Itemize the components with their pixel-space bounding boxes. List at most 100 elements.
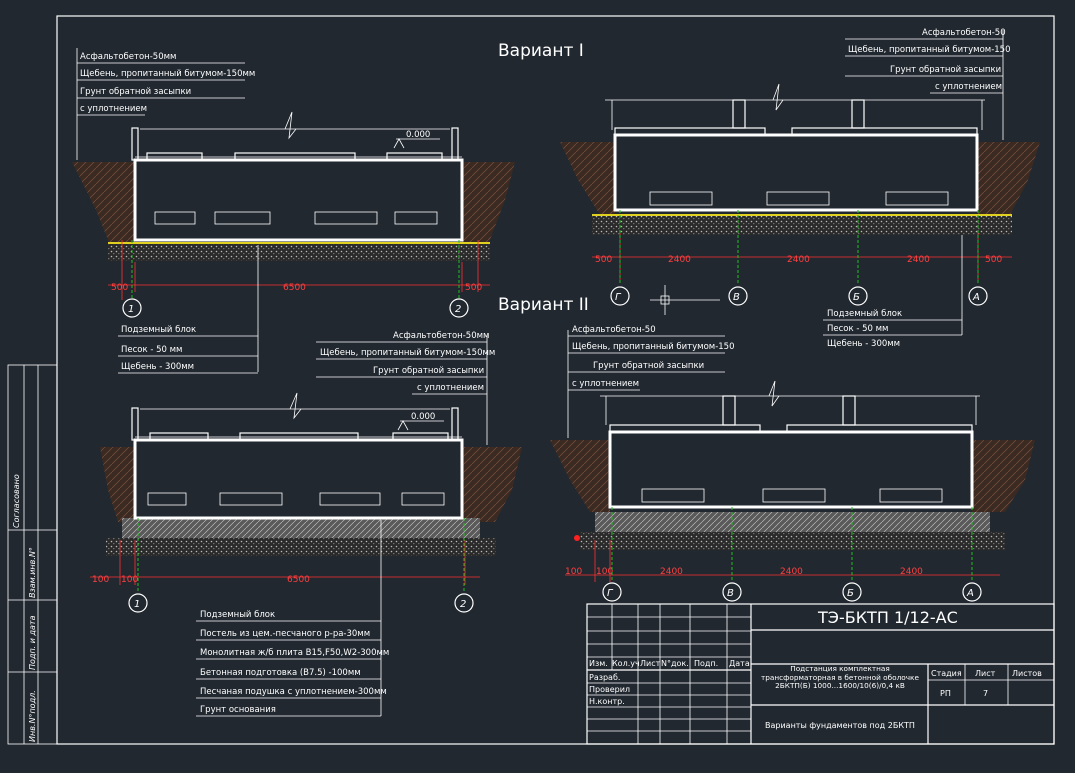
- svg-text:с уплотнением: с уплотнением: [80, 104, 147, 114]
- v2-left-dim-3: 6500: [287, 575, 310, 585]
- svg-text:Щебень - 300мм: Щебень - 300мм: [121, 362, 194, 372]
- side-label-sign: Подп. и дата: [28, 615, 37, 670]
- svg-text:Грунт основания: Грунт основания: [200, 705, 276, 715]
- v1-left-level: 0.000: [406, 130, 430, 140]
- stamp-col-date: Дата: [729, 659, 750, 668]
- stamp-sheet-title: Варианты фундаментов под 2БКТП: [765, 721, 915, 730]
- v1-right-base-callout: Подземный блок Песок - 50 мм Щебень - 30…: [823, 235, 963, 349]
- stamp-col-doc: N°док.: [661, 659, 689, 668]
- variant-1-title: Вариант I: [498, 41, 584, 61]
- svg-text:Грунт обратной засыпки: Грунт обратной засыпки: [890, 65, 1001, 75]
- stamp-role-check: Проверил: [589, 685, 630, 694]
- v1-right-axis-g: Г: [615, 292, 622, 303]
- v2-right-axis-v: В: [727, 588, 734, 599]
- v2-right-dim-5: 2400: [900, 567, 923, 577]
- svg-text:Щебень, пропитанный битумом-15: Щебень, пропитанный битумом-150мм: [80, 69, 255, 79]
- svg-text:Щебень - 300мм: Щебень - 300мм: [827, 339, 900, 349]
- svg-text:Монолитная ж/б плита B15,F50,W: Монолитная ж/б плита B15,F50,W2-300мм: [200, 648, 389, 658]
- svg-text:Подземный блок: Подземный блок: [121, 325, 196, 335]
- svg-text:Грунт обратной засыпки: Грунт обратной засыпки: [373, 366, 484, 376]
- svg-text:Щебень, пропитанный битумом-15: Щебень, пропитанный битумом-150: [848, 45, 1010, 55]
- v1-left-dim-1: 500: [111, 283, 128, 293]
- svg-text:Подземный блок: Подземный блок: [200, 610, 275, 620]
- v2-right-section: Асфальтобетон-50 Щебень, пропитанный бит…: [550, 325, 1035, 602]
- stamp-col-list: Лист: [640, 659, 661, 668]
- v2-right-axis-a: А: [966, 588, 974, 599]
- v1-right-dim-3: 2400: [787, 255, 810, 265]
- v1-left-axis-1: 1: [128, 304, 134, 315]
- svg-text:Постель из цем.-песчаного р-ра: Постель из цем.-песчаного р-ра-30мм: [200, 629, 370, 639]
- v1-right-axis-v: В: [733, 292, 740, 303]
- svg-text:Песчаная подушка с уплотнением: Песчаная подушка с уплотнением-300мм: [200, 687, 387, 697]
- v2-left-section: Асфальтобетон-50мм Щебень, пропитанный б…: [90, 331, 522, 717]
- svg-text:Песок - 50 мм: Песок - 50 мм: [121, 345, 182, 355]
- v1-right-axis-a: А: [972, 292, 980, 303]
- svg-text:Щебень, пропитанный битумом-15: Щебень, пропитанный битумом-150мм: [320, 348, 495, 358]
- v1-left-axis-2: 2: [455, 304, 461, 315]
- v1-right-dim-4: 2400: [907, 255, 930, 265]
- side-label-replace: Взам.инв.N°: [28, 547, 37, 598]
- svg-text:Подземный блок: Подземный блок: [827, 309, 902, 319]
- stamp-sheet-label: Лист: [975, 669, 996, 678]
- v1-left-layer-callout: Асфальтобетон-50мм Щебень, пропитанный б…: [76, 48, 255, 160]
- v2-right-dim-1: 100: [565, 567, 582, 577]
- v2-left-dim-2: 100: [121, 575, 138, 585]
- stamp-object: Подстанция комплектная трансформаторная …: [761, 665, 919, 690]
- title-block: Изм. Кол.уч Лист N°док. Подп. Дата Разра…: [586, 603, 1055, 745]
- v2-left-block: [133, 438, 464, 520]
- svg-text:Щебень, пропитанный битумом-15: Щебень, пропитанный битумом-150: [572, 342, 734, 352]
- v1-left-soil-right: [462, 162, 515, 245]
- stamp-col-izm: Изм.: [589, 659, 608, 668]
- stamp-sheet: 7: [983, 689, 988, 698]
- v1-right-layer-callout: Асфальтобетон-50 Щебень, пропитанный бит…: [845, 28, 1010, 140]
- svg-text:с уплотнением: с уплотнением: [935, 82, 1002, 92]
- v2-left-axis-1: 1: [134, 599, 140, 610]
- stamp-col-koluch: Кол.уч: [612, 659, 640, 668]
- v1-right-block: [613, 133, 979, 212]
- v1-right-section: Асфальтобетон-50 Щебень, пропитанный бит…: [560, 28, 1040, 349]
- v2-right-dim-3: 2400: [660, 567, 683, 577]
- v1-left-dim-3: 500: [465, 283, 482, 293]
- v2-left-base-callout: Подземный блок Постель из цем.-песчаного…: [196, 520, 389, 717]
- v1-right-dim-5: 500: [985, 255, 1002, 265]
- v1-left-block: [133, 158, 464, 242]
- stamp-code: ТЭ-БКТП 1/12-АС: [817, 608, 958, 627]
- svg-text:Асфальтобетон-50мм: Асфальтобетон-50мм: [393, 331, 489, 341]
- stamp-stage: РП: [940, 689, 951, 698]
- side-label-inv: Инв.N°подл.: [28, 690, 37, 742]
- v2-right-block: [608, 430, 974, 509]
- side-strip: Согласовано Взам.инв.N° Подп. и дата Инв…: [7, 364, 58, 745]
- svg-text:с уплотнением: с уплотнением: [572, 379, 639, 389]
- v1-right-dim-2: 2400: [668, 255, 691, 265]
- v2-left-level: 0.000: [411, 412, 435, 422]
- v2-left-axis-2: 2: [460, 599, 466, 610]
- stamp-col-sign: Подп.: [694, 659, 718, 668]
- svg-text:с уплотнением: с уплотнением: [417, 383, 484, 393]
- stamp-role-norm: Н.контр.: [589, 697, 625, 706]
- v2-right-axis-b: Б: [847, 588, 854, 599]
- v1-right-dim-1: 500: [595, 255, 612, 265]
- svg-text:Грунт обратной засыпки: Грунт обратной засыпки: [80, 87, 191, 97]
- svg-text:Асфальтобетон-50: Асфальтобетон-50: [572, 325, 656, 335]
- stamp-role-dev: Разраб.: [589, 673, 620, 682]
- v2-left-dim-1: 100: [92, 575, 109, 585]
- side-label-agreed: Согласовано: [12, 474, 21, 528]
- svg-text:Асфальтобетон-50: Асфальтобетон-50: [922, 28, 1006, 38]
- v1-left-section: Асфальтобетон-50мм Щебень, пропитанный б…: [72, 48, 515, 374]
- svg-text:Песок - 50 мм: Песок - 50 мм: [827, 324, 888, 334]
- stamp-sheets-label: Листов: [1012, 669, 1042, 678]
- svg-text:Грунт обратной засыпки: Грунт обратной засыпки: [593, 361, 704, 371]
- v1-left-base-callout: Подземный блок Песок - 50 мм Щебень - 30…: [118, 245, 259, 374]
- v2-right-layer-callout: Асфальтобетон-50 Щебень, пропитанный бит…: [567, 325, 734, 438]
- v1-left-gravel: [108, 243, 490, 261]
- svg-text:Асфальтобетон-50мм: Асфальтобетон-50мм: [80, 52, 176, 62]
- v1-left-soil: [72, 162, 135, 245]
- v1-left-dim-2: 6500: [283, 283, 306, 293]
- variant-2-title: Вариант II: [498, 295, 589, 315]
- v2-right-dim-2: 100: [596, 567, 613, 577]
- stamp-stage-label: Стадия: [931, 669, 962, 678]
- v2-left-layer-callout: Асфальтобетон-50мм Щебень, пропитанный б…: [316, 331, 495, 445]
- v1-right-axis-b: Б: [853, 292, 860, 303]
- svg-text:Бетонная подготовка (B7.5): Бетонная подготовка (B7.5) -100мм: [200, 668, 361, 678]
